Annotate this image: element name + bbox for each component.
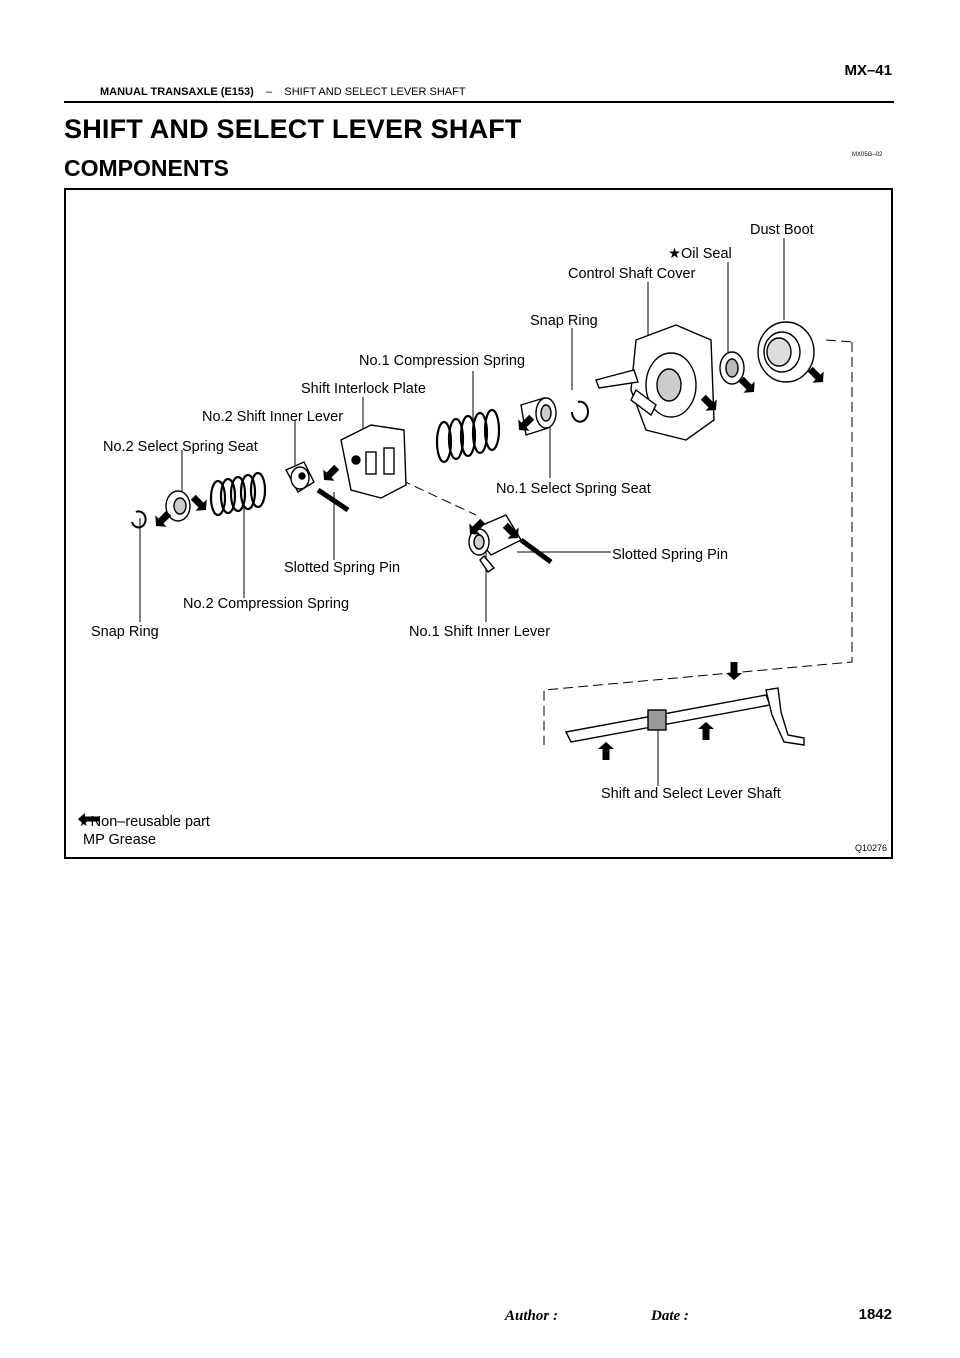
label-shift-select-lever-shaft: Shift and Select Lever Shaft (601, 786, 781, 802)
author-label: Author : (505, 1308, 558, 1324)
page-code: MX–41 (844, 62, 892, 79)
figure-legend: ★ Non–reusable part MP Grease (78, 813, 210, 849)
doc-code: MX05G–02 (852, 152, 883, 158)
label-no2-select-spring-seat: No.2 Select Spring Seat (103, 439, 258, 455)
star-icon: ★ (668, 246, 681, 262)
page-subtitle: COMPONENTS (64, 155, 229, 181)
label-control-shaft-cover: Control Shaft Cover (568, 266, 696, 282)
legend-mp-grease: MP Grease (78, 813, 210, 849)
label-no1-compression-spring: No.1 Compression Spring (359, 353, 526, 369)
label-no2-compression-spring: No.2 Compression Spring (183, 596, 350, 612)
header-topic: SHIFT AND SELECT LEVER SHAFT (284, 86, 466, 98)
figure-code: Q10276 (854, 843, 887, 853)
label-oil-seal: ★Oil Seal (668, 246, 732, 262)
label-snap-ring-top: Snap Ring (530, 313, 598, 329)
label-slotted-spring-pin-right: Slotted Spring Pin (612, 547, 729, 563)
components-figure: Dust Boot ★Oil Seal Control Shaft Cover … (64, 188, 893, 859)
label-dust-boot: Dust Boot (750, 222, 814, 238)
grease-arrow-icon (78, 813, 100, 825)
label-no2-shift-inner-lever: No.2 Shift Inner Lever (202, 409, 344, 425)
exploded-view-drawing (131, 238, 853, 786)
label-slotted-spring-pin-left: Slotted Spring Pin (284, 560, 401, 576)
label-no1-shift-inner-lever: No.1 Shift Inner Lever (409, 624, 551, 640)
header-section: MANUAL TRANSAXLE (E153) (100, 86, 254, 98)
date-label: Date : (651, 1308, 689, 1324)
label-shift-interlock-plate: Shift Interlock Plate (301, 381, 426, 397)
running-header: MANUAL TRANSAXLE (E153) – SHIFT AND SELE… (100, 86, 466, 98)
header-rule (64, 101, 894, 103)
page-title: SHIFT AND SELECT LEVER SHAFT (64, 114, 522, 144)
header-separator: – (266, 86, 273, 98)
label-no1-select-spring-seat: No.1 Select Spring Seat (496, 481, 651, 497)
page-number: 1842 (858, 1306, 892, 1323)
label-snap-ring-bottom: Snap Ring (91, 624, 159, 640)
